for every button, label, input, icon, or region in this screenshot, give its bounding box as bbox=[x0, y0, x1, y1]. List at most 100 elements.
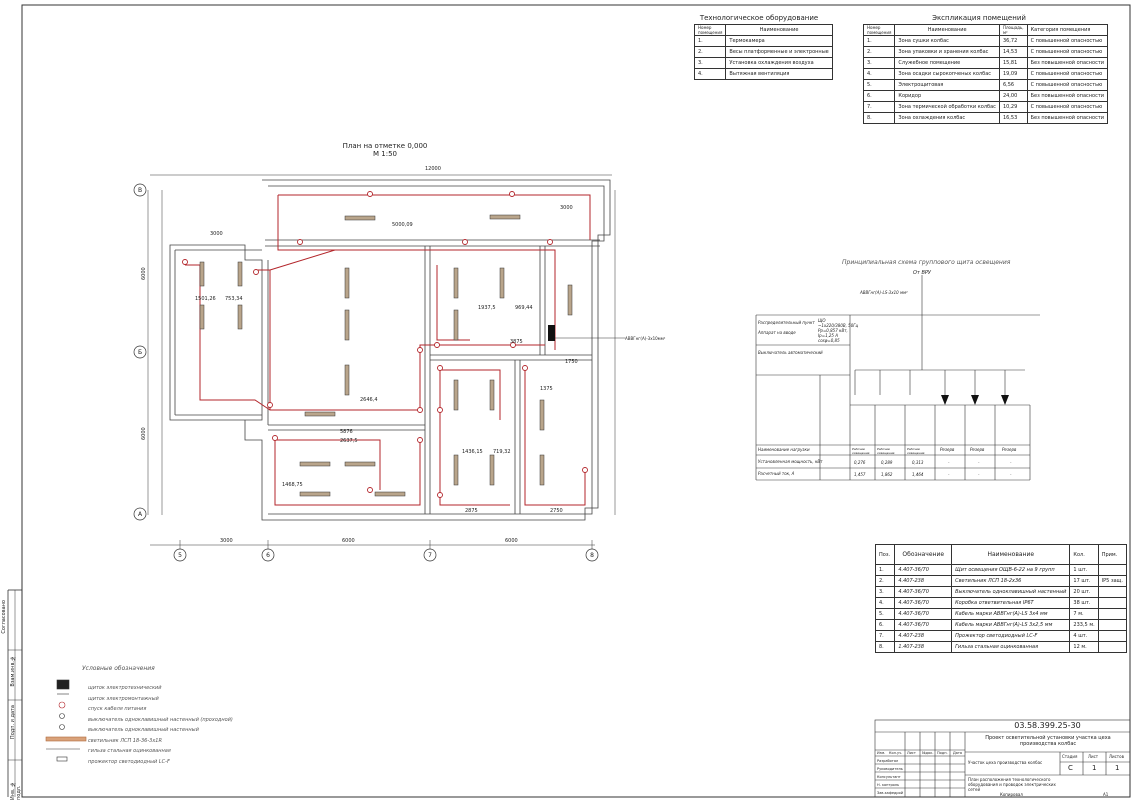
schema-param: Iр=1,25 А bbox=[818, 333, 838, 338]
dim-label: 1436,15 bbox=[462, 449, 483, 455]
table-header-row: Поз. Обозначение Наименование Кол. Прим. bbox=[874, 544, 1128, 565]
table-cell: Коробка ответвительная IP6Т bbox=[951, 597, 1071, 609]
plan-title-block: План на отметке 0,000 М 1:50 bbox=[320, 142, 450, 158]
dim-bottom: 3000 bbox=[220, 538, 233, 544]
dim-label: 3000 bbox=[210, 231, 223, 237]
schema-power: - bbox=[1010, 460, 1012, 465]
table-cell: 1. bbox=[693, 35, 727, 47]
table-cell: 1. bbox=[874, 564, 896, 576]
table-cell: Без повышенной опасности bbox=[1026, 57, 1109, 69]
table-header: Номер помещения bbox=[862, 24, 896, 36]
schema-group: Резерв bbox=[1002, 447, 1017, 452]
schema-param: cosφ=0,85 bbox=[818, 338, 840, 343]
dim-label: 1937,5 bbox=[478, 305, 496, 311]
dim-label: 2637,5 bbox=[340, 438, 358, 444]
stamp-head: Подп. bbox=[937, 751, 948, 755]
table-cell: 4.407-36/70 bbox=[894, 619, 953, 631]
stage-head: Лист bbox=[1088, 754, 1099, 759]
table-cell: 17 шт. bbox=[1069, 575, 1099, 587]
table-cell: Термокамера bbox=[725, 35, 833, 47]
schema-row-head: Выключатель автоматический bbox=[758, 350, 823, 355]
title-block-lines bbox=[874, 719, 1131, 798]
table-cell: Гильза стальная оцинкованная bbox=[951, 641, 1071, 653]
legend-item: щиток электромонтажный bbox=[88, 695, 159, 702]
panel-cable-label: АВВГнг(А)-3х10мм² bbox=[625, 336, 666, 341]
stage-value: С bbox=[1068, 764, 1073, 772]
schema-group: Резерв bbox=[940, 447, 955, 452]
table-cell: 2. bbox=[874, 575, 896, 587]
table-cell: Кабель марки АВВГнг(А)-LS 3х4 мм bbox=[951, 608, 1071, 620]
schema-power: 0,276 bbox=[854, 460, 866, 465]
stamp-head: Дата bbox=[953, 751, 963, 755]
schema-power: - bbox=[978, 460, 980, 465]
schema-title: Принципиальная схема группового щита осв… bbox=[842, 259, 1011, 266]
table-cell: 4.407-36/70 bbox=[894, 586, 953, 598]
table-cell: Выключатель одноклавишный настенный bbox=[951, 586, 1071, 598]
table-cell: 4.407-36/70 bbox=[894, 597, 953, 609]
table-header-row: Номер помещения Наименование bbox=[693, 24, 833, 36]
axis-label: 6 bbox=[266, 552, 270, 559]
table-cell: 19,09 bbox=[998, 68, 1028, 80]
axis-label: Б bbox=[138, 349, 142, 356]
table-cell: 24,00 bbox=[998, 90, 1028, 102]
table-cell: 3. bbox=[874, 586, 896, 598]
equipment-table-block: Технологическое оборудование Номер помещ… bbox=[693, 14, 833, 80]
legend-item: спуск кабеля питания bbox=[88, 706, 147, 712]
stamp-role: Н. контроль bbox=[877, 783, 900, 787]
dim-label: 719,32 bbox=[493, 449, 511, 455]
stage-value: 1 bbox=[1092, 764, 1097, 772]
schema-param: ЩО bbox=[818, 318, 826, 323]
axis-label: А bbox=[138, 511, 143, 518]
schema-power: - bbox=[948, 460, 950, 465]
table-cell bbox=[1097, 564, 1128, 576]
table-cell: 6. bbox=[862, 90, 896, 102]
table-header: Кол. bbox=[1069, 544, 1099, 565]
schema-row-head: Установленная мощность, кВт bbox=[758, 459, 823, 464]
table-cell bbox=[1097, 586, 1128, 598]
dim-left: 6000 bbox=[141, 267, 147, 280]
table-cell: 3. bbox=[862, 57, 896, 69]
schema-current: 1,862 bbox=[881, 472, 893, 477]
table-row: 2.Весы платформенные и электронные bbox=[693, 46, 833, 58]
table-cell: 1 шт. bbox=[1069, 564, 1099, 576]
spec-table-block: Поз. Обозначение Наименование Кол. Прим.… bbox=[874, 544, 1128, 653]
table-header: Номер помещения bbox=[693, 24, 727, 36]
dim-bottom: 6000 bbox=[342, 538, 355, 544]
table-cell: 20 шт. bbox=[1069, 586, 1099, 598]
stage-head: Стадия bbox=[1062, 754, 1078, 759]
dim-label: 2875 bbox=[465, 508, 478, 514]
stamp-role: Разработал bbox=[877, 759, 899, 763]
stamp-role: Зав.кафедрой bbox=[877, 791, 904, 795]
axis-label: 5 bbox=[178, 552, 182, 559]
plan-title: План на отметке 0,000 bbox=[342, 142, 428, 150]
schema-params: ЩО ~1х220/380В, 50Гц Рр=0,857 кВт, Iр=1,… bbox=[818, 318, 858, 343]
schema-param: Рр=0,857 кВт, bbox=[818, 328, 848, 333]
schema-row-head: Наименование нагрузки bbox=[758, 447, 810, 452]
dim-top: 12000 bbox=[425, 166, 441, 172]
schema-current: - bbox=[978, 472, 980, 477]
axis-label: 7 bbox=[428, 552, 432, 559]
table-cell: Служебное помещение bbox=[894, 57, 1000, 69]
table-cell: Без повышенной опасности bbox=[1026, 90, 1109, 102]
legend-title: Условные обозначения bbox=[82, 665, 155, 672]
dim-label: 3000 bbox=[560, 205, 573, 211]
table-cell: 4. bbox=[693, 68, 727, 80]
legend-item: выключатель одноклавишный настенный bbox=[88, 727, 199, 733]
legend-list: щиток электротехнический щиток электромо… bbox=[88, 683, 233, 767]
schema-current: - bbox=[948, 472, 950, 477]
table-cell bbox=[1097, 597, 1128, 609]
schema-power: 0,313 bbox=[912, 460, 924, 465]
dim-label: 1750 bbox=[565, 359, 578, 365]
table-cell: 8. bbox=[862, 112, 896, 124]
dim-label: 1501,26 bbox=[195, 296, 216, 302]
legend-symbols bbox=[45, 679, 87, 762]
dim-label: 2646,4 bbox=[360, 397, 378, 403]
dim-bottom: 6000 bbox=[505, 538, 518, 544]
